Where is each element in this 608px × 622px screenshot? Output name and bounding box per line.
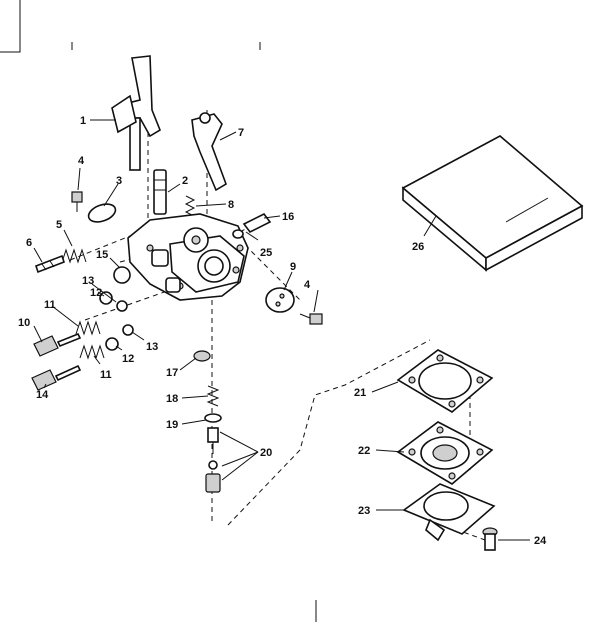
part-filter-pad — [401, 135, 584, 272]
callout-15: 15 — [96, 249, 108, 261]
part-spring-5 — [61, 248, 87, 264]
part-screw-lower — [299, 313, 323, 325]
callout-22: 22 — [358, 445, 370, 457]
callout-20: 20 — [260, 447, 272, 459]
part-spring-11-lower — [79, 344, 105, 360]
callout-4-lower: 4 — [304, 279, 311, 291]
part-screw-upper — [71, 191, 83, 212]
part-fuel-fitting — [232, 212, 272, 239]
callout-10: 10 — [18, 317, 30, 329]
callout-26: 26 — [412, 241, 424, 253]
callout-16: 16 — [282, 211, 294, 223]
part-choke-plate — [265, 287, 295, 313]
part-inlet-needle — [205, 427, 221, 493]
callout-3: 3 — [116, 175, 122, 187]
callout-labels: 1 2 3 4 5 6 7 8 9 10 11 11 12 12 13 13 1… — [18, 115, 547, 547]
part-screw-24 — [482, 527, 498, 551]
callout-24: 24 — [534, 535, 547, 547]
part-diaphragm-22 — [396, 421, 494, 485]
part-gasket-21 — [396, 349, 494, 413]
part-cup-plug — [193, 350, 211, 362]
part-washer-19 — [204, 413, 222, 423]
callout-2: 2 — [182, 175, 188, 187]
part-throttle-bracket — [111, 55, 161, 171]
part-needle-10 — [33, 332, 82, 357]
callout-11-upper: 11 — [44, 299, 56, 311]
part-shaft — [153, 169, 167, 215]
part-spring-11-upper — [75, 320, 101, 336]
part-throttle-plate — [87, 203, 117, 223]
callout-8: 8 — [228, 199, 234, 211]
part-washer-13-lower — [122, 324, 134, 336]
corner-frame-mark — [0, 0, 21, 53]
callout-4-upper: 4 — [78, 155, 85, 167]
part-washer-13-upper — [116, 300, 128, 312]
part-idle-screw — [34, 254, 66, 274]
callout-11-lower: 11 — [100, 369, 112, 381]
part-carburetor-body — [127, 213, 249, 301]
callout-6: 6 — [26, 237, 32, 249]
callout-9: 9 — [290, 261, 296, 273]
callout-14: 14 — [36, 389, 49, 401]
callout-17: 17 — [166, 367, 178, 379]
callout-1: 1 — [80, 115, 86, 127]
part-oring-12-lower — [105, 337, 119, 351]
callout-12-lower: 12 — [122, 353, 134, 365]
part-inlet-spring — [206, 385, 220, 407]
callout-13-upper: 13 — [82, 275, 94, 287]
callout-19: 19 — [166, 419, 178, 431]
callout-25: 25 — [260, 247, 272, 259]
callout-12-upper: 12 — [90, 287, 102, 299]
part-choke-lever — [191, 112, 227, 192]
part-washer-15 — [113, 266, 131, 284]
part-metering-cover — [402, 483, 496, 542]
callout-23: 23 — [358, 505, 370, 517]
callout-18: 18 — [166, 393, 178, 405]
callout-13-lower: 13 — [146, 341, 158, 353]
part-needle-14 — [31, 364, 82, 391]
callout-5: 5 — [56, 219, 62, 231]
callout-21: 21 — [354, 387, 366, 399]
callout-7: 7 — [238, 127, 244, 139]
leader-lines — [33, 119, 530, 541]
